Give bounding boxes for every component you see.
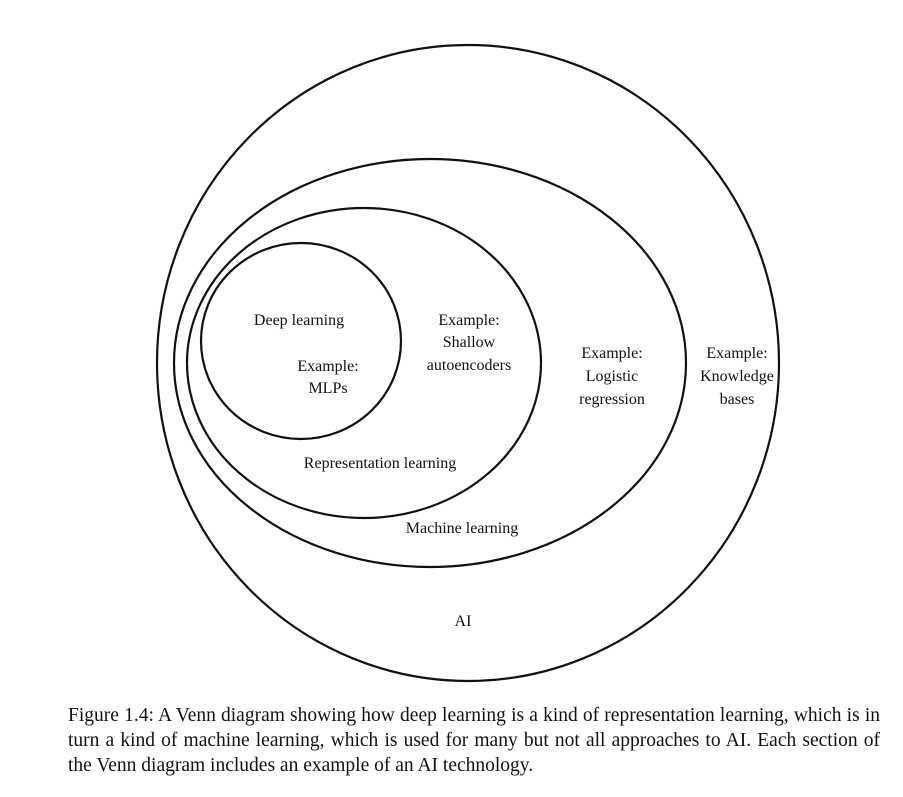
ai-example-line-2: Knowledge [700,368,774,385]
machine-learning-example-line-2: Logistic [586,368,638,385]
ai-example-line-3: bases [720,391,755,408]
deep-learning-example-line-2: MLPs [308,380,347,397]
representation-learning-example-line-2: Shallow [443,334,496,351]
deep-learning-set-ellipse [199,241,403,441]
representation-learning-set-ellipse [185,206,543,520]
venn-diagram: Deep learning Example: MLPs Example: Sha… [155,43,781,683]
ai-label: AI [455,613,472,630]
representation-learning-label: Representation learning [304,455,456,472]
machine-learning-set-ellipse [172,157,688,569]
machine-learning-label: Machine learning [406,520,518,537]
machine-learning-example-line-3: regression [579,391,645,408]
machine-learning-example-line-1: Example: [581,345,642,362]
representation-learning-example-line-1: Example: [438,312,499,329]
deep-learning-example-line-1: Example: [297,358,358,375]
ai-set-ellipse [155,43,781,683]
ai-example-line-1: Example: [706,345,767,362]
figure-caption: Figure 1.4: A Venn diagram showing how d… [68,705,880,776]
representation-learning-example-line-3: autoencoders [427,357,511,374]
deep-learning-label: Deep learning [254,312,344,329]
